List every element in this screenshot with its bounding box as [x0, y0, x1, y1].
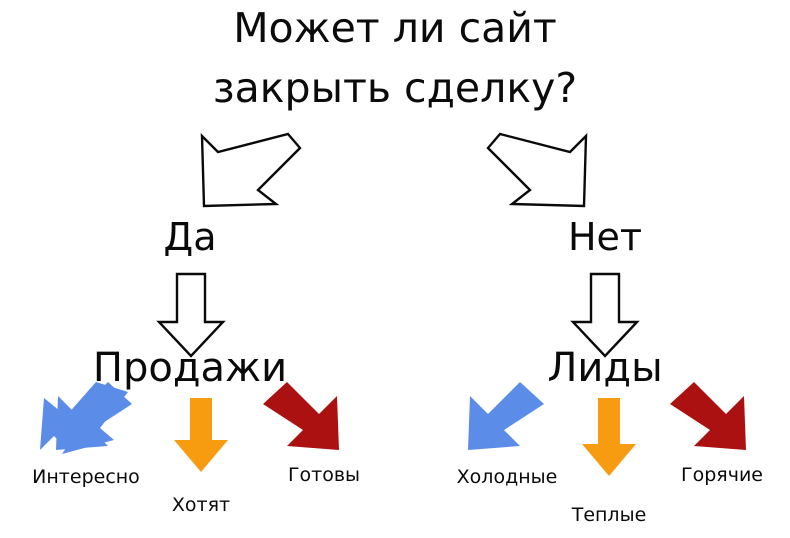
red-diagonal-arrow-down-right-icon-hot — [670, 382, 746, 450]
outcome-label-leads: Лиды — [547, 345, 663, 391]
hollow-diagonal-arrow-down-left-icon — [200, 132, 302, 208]
branch-label-yes: Да — [163, 215, 217, 259]
leaf-label-hot: Горячие — [681, 464, 763, 486]
diagram-title-line-1: Может ли сайт — [233, 4, 557, 52]
outcome-label-sales: Продажи — [92, 345, 288, 391]
hollow-arrow-down-icon-yes — [156, 272, 226, 358]
leaf-label-want: Хотят — [171, 494, 231, 516]
leaf-label-ready: Готовы — [287, 464, 361, 486]
orange-arrow-down-icon-want — [174, 398, 228, 472]
leaf-label-cold: Холодные — [456, 466, 558, 488]
orange-arrow-down-icon-warm — [582, 398, 636, 476]
hollow-arrow-down-icon-no — [570, 272, 640, 358]
leaf-label-interested: Интересно — [32, 466, 140, 488]
blue-diagonal-arrow-down-left-icon-cold — [468, 382, 544, 450]
red-diagonal-arrow-down-right-icon-ready — [263, 382, 339, 450]
hollow-diagonal-arrow-down-right-icon — [486, 132, 588, 208]
branch-label-no: Нет — [567, 215, 643, 259]
blue-arrow-body-interested — [56, 382, 132, 450]
diagram-title-line-2: закрыть сделку? — [212, 64, 578, 112]
leaf-label-warm: Теплые — [571, 504, 647, 526]
